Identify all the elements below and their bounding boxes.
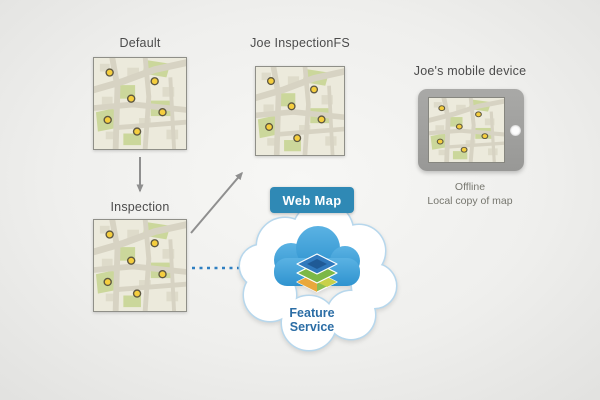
mobile-device-label: Joe's mobile device bbox=[413, 64, 527, 78]
joe-inspectionfs-label: Joe InspectionFS bbox=[250, 36, 350, 50]
map-tile-icon bbox=[429, 98, 504, 162]
feature-service-label: Feature Service bbox=[289, 306, 335, 335]
default-map-thumbnail bbox=[93, 57, 187, 150]
map-tile-icon bbox=[94, 58, 186, 149]
map-tile-icon bbox=[256, 67, 344, 155]
device-note-local-copy: Local copy of map bbox=[427, 195, 513, 207]
inspection-map-label: Inspection bbox=[110, 200, 170, 214]
device-screen-map bbox=[428, 97, 505, 163]
default-map-label: Default bbox=[119, 36, 161, 50]
home-button-icon bbox=[510, 124, 521, 136]
map-tile-icon bbox=[94, 220, 186, 311]
layers-stack-icon bbox=[296, 253, 338, 293]
tablet-device bbox=[418, 89, 524, 171]
cloud-icon bbox=[238, 200, 398, 352]
device-status-offline: Offline bbox=[454, 181, 486, 193]
web-map-banner: Web Map bbox=[270, 187, 354, 213]
inspection-map-thumbnail bbox=[93, 219, 187, 312]
joe-inspectionfs-thumbnail bbox=[255, 66, 345, 156]
